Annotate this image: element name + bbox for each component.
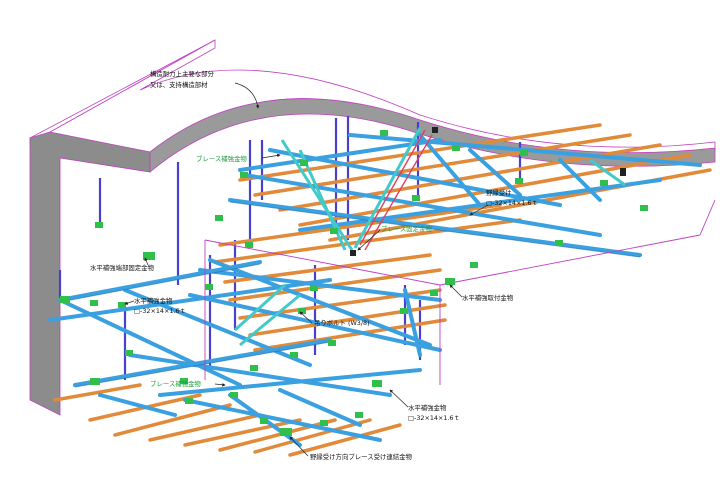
label-structure-1: 構造耐力上主要な部分 <box>150 69 215 78</box>
label-horizontal-reinforce-2: □-32×14×1.6ｔ <box>134 307 186 315</box>
label-brace-reinforce-lower: ブレース補強金物 <box>150 379 201 388</box>
label-horizontal-reinforce-lower-2: □-32×14×1.6ｔ <box>408 414 460 422</box>
label-brace-fixing: ブレース固定金物 <box>381 224 432 233</box>
label-joint-fitting: 野縁受け方向ブレース受け連結金物 <box>310 452 413 461</box>
label-nodome-1: 野縁受け <box>486 188 512 197</box>
fittings <box>60 130 648 436</box>
ceiling-channels <box>48 133 702 447</box>
label-structure-2: 又は、支持構造部材 <box>150 80 208 89</box>
structural-slab <box>29 39 716 416</box>
label-brace-reinforce-upper: ブレース補強金物 <box>196 154 247 163</box>
ceiling-channel-highlights <box>59 201 641 388</box>
label-horizontal-reinforce-lower-1: 水平補強金物 <box>408 403 447 412</box>
slab-left-wall <box>29 131 151 416</box>
label-hanging-bolt: 吊りボルト (W3/8) <box>314 319 370 327</box>
label-horizontal-end-fixing: 水平補強端部固定金物 <box>90 263 155 272</box>
label-nodome-2: □-32×14×1.6ｔ <box>486 199 538 207</box>
leader-lines <box>124 82 489 457</box>
annotation-labels: 構造耐力上主要な部分 又は、支持構造部材 ブレース補強金物 野縁受け □-32×… <box>90 69 538 461</box>
furring-strips <box>53 123 712 457</box>
volume-outline <box>204 199 716 385</box>
label-horizontal-reinforce-1: 水平補強金物 <box>134 296 173 305</box>
brace-anchors <box>350 127 626 256</box>
label-horizontal-mount: 水平補強取付金物 <box>462 293 514 302</box>
brace-red <box>359 129 433 251</box>
